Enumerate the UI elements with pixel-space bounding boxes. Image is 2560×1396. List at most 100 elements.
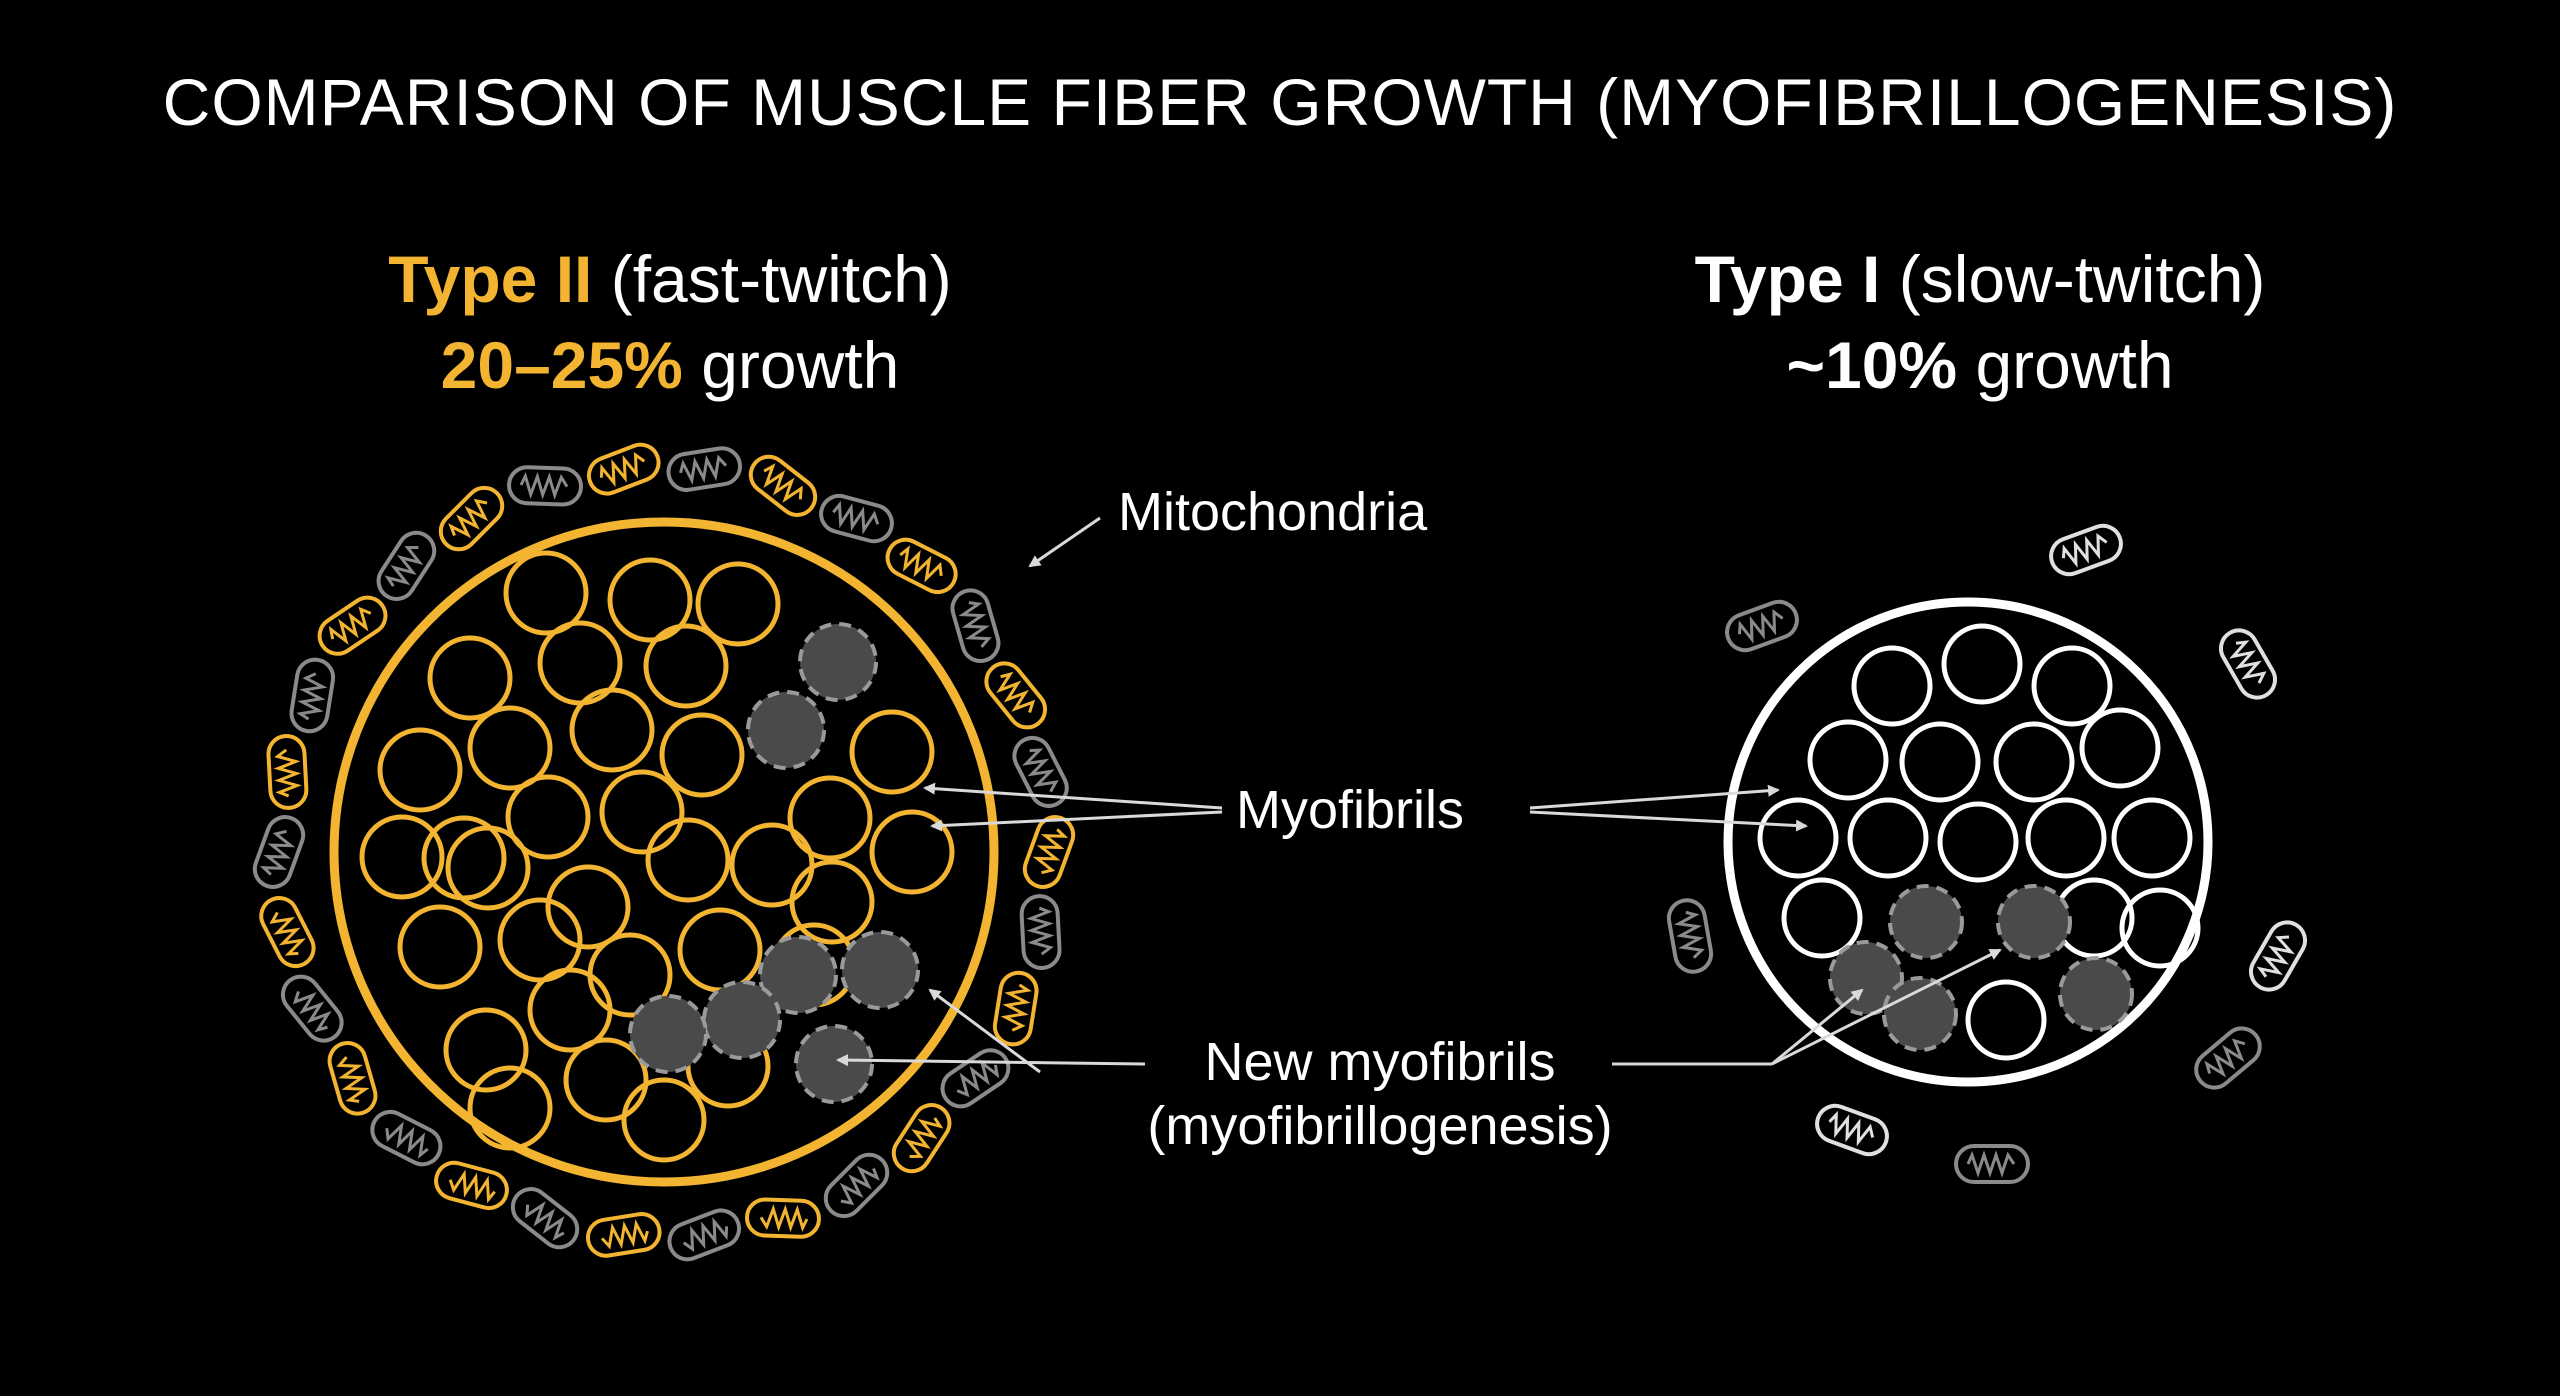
- myofibril: [643, 623, 729, 709]
- myofibril: [869, 809, 955, 895]
- mitochondrion-icon: [2194, 1026, 2262, 1090]
- new-myofibril: [746, 690, 826, 770]
- myofibrils-arrow-left-2: [930, 810, 1223, 832]
- myofibril: [427, 635, 513, 721]
- mitochondrion-icon: [819, 493, 894, 544]
- type-ii-fiber-membrane: [329, 517, 999, 1187]
- myofibril: [397, 904, 483, 990]
- type-ii-growth-word: growth: [701, 328, 900, 402]
- type-ii-mitochondria: [252, 442, 1076, 1262]
- type-ii-heading: Type II (fast-twitch) 20–25% growth: [230, 236, 1110, 408]
- myofibril: [1899, 721, 1981, 803]
- mitochondrion-icon: [434, 1160, 509, 1211]
- myofibril: [527, 967, 613, 1053]
- myofibril: [695, 561, 781, 647]
- myofibril: [1807, 719, 1889, 801]
- myofibril: [1781, 877, 1863, 959]
- mitochondrion-icon: [992, 970, 1039, 1047]
- mitochondrion-icon: [744, 1197, 821, 1239]
- type-ii-fiber: [252, 442, 1076, 1262]
- myofibril: [1941, 623, 2023, 705]
- new-myofibrils-label-line1: New myofibrils: [1204, 1032, 1556, 1092]
- myofibril: [1851, 645, 1933, 727]
- myofibril: [787, 775, 873, 861]
- myofibril: [1757, 797, 1839, 879]
- myofibrils-arrow-right-2: [1529, 810, 1808, 832]
- myofibrils-arrow-right-1: [1529, 784, 1780, 810]
- myofibril: [359, 814, 445, 900]
- myofibril: [677, 907, 763, 993]
- mitochondrion-icon: [259, 896, 316, 969]
- mitochondrion-icon: [1019, 894, 1062, 971]
- myofibril: [1993, 721, 2075, 803]
- mitochondrion-icon: [950, 588, 1001, 664]
- myofibril: [467, 1065, 553, 1151]
- mitochondrion-icon: [1815, 1103, 1889, 1157]
- myofibril: [2119, 887, 2201, 969]
- new-myofibril: [1996, 884, 2072, 960]
- new-myofibrils-label: New myofibrils (myofibrillogenesis): [1090, 1030, 1670, 1158]
- mitochondrion-icon: [2249, 920, 2307, 992]
- myofibril: [503, 550, 589, 636]
- mitochondrion-icon: [586, 442, 661, 496]
- mitochondrion-icon: [280, 974, 344, 1043]
- page-title: COMPARISON OF MUSCLE FIBER GROWTH (MYOFI…: [162, 65, 2398, 139]
- type-ii-name: Type II: [388, 242, 593, 316]
- myofibril: [443, 1007, 529, 1093]
- mitochondrion-icon: [1954, 1144, 2030, 1184]
- type-i-mitochondria: [1666, 523, 2307, 1184]
- mitochondrion-icon: [252, 815, 306, 889]
- new-myofibril: [2058, 956, 2134, 1032]
- new-myofibril: [1888, 884, 1964, 960]
- myofibril: [607, 557, 693, 643]
- myofibril: [789, 859, 875, 945]
- type-i-myofibrils: [1757, 623, 2201, 1061]
- mitochondrion-icon: [317, 595, 388, 656]
- new-myofibril: [840, 930, 920, 1010]
- mitochondrion-icon: [507, 465, 584, 507]
- type-i-fiber: [1666, 523, 2307, 1184]
- myofibril: [1937, 801, 2019, 883]
- new-myofibril: [1828, 940, 1904, 1016]
- mitochondria-label: Mitochondria: [1118, 482, 1428, 542]
- new-myofibrils-arrow-left-1: [836, 1054, 1146, 1067]
- mitochondrion-icon: [885, 537, 958, 595]
- mitochondrion-icon: [438, 485, 505, 552]
- myofibril: [563, 1037, 649, 1123]
- mitochondrion-icon: [289, 657, 336, 734]
- myofibril: [505, 774, 591, 860]
- type-ii-myofibrils: [359, 550, 955, 1163]
- myofibrils-arrow-left-1: [923, 782, 1223, 810]
- myofibril: [377, 727, 463, 813]
- myofibril: [599, 769, 685, 855]
- label-arrows: [836, 516, 2002, 1074]
- mitochondrion-icon: [666, 446, 743, 492]
- myofibril: [1847, 797, 1929, 879]
- new-myofibril: [798, 622, 878, 702]
- myofibril: [2111, 797, 2193, 879]
- mitochondrion-icon: [1012, 735, 1069, 808]
- mitochondrion-icon: [2049, 523, 2123, 577]
- mitochondrion-icon: [266, 733, 309, 810]
- type-i-name: Type I: [1694, 242, 1881, 316]
- myofibril: [2079, 707, 2161, 789]
- mitochondrion-icon: [891, 1103, 952, 1174]
- type-ii-growth-value: 20–25%: [440, 328, 683, 402]
- myofibril: [645, 817, 731, 903]
- mitochondrion-icon: [984, 661, 1048, 730]
- type-i-growth-word: growth: [1975, 328, 2174, 402]
- mitochondrion-icon: [327, 1040, 378, 1116]
- new-myofibril: [794, 1024, 874, 1104]
- myofibril: [621, 1077, 707, 1163]
- myofibril: [2025, 797, 2107, 879]
- new-myofibrils-label-line2: (myofibrillogenesis): [1147, 1096, 1613, 1156]
- mitochondrion-icon: [2219, 628, 2277, 700]
- mitochondrion-icon: [1022, 815, 1076, 889]
- myofibril: [1965, 979, 2047, 1061]
- mitochondrion-icon: [370, 1109, 443, 1167]
- mitochondrion-icon: [823, 1152, 890, 1219]
- type-i-subtype: (slow-twitch): [1898, 242, 2266, 316]
- mitochondrion-icon: [1666, 898, 1714, 974]
- new-myofibrils-arrow-left-2: [928, 988, 1041, 1074]
